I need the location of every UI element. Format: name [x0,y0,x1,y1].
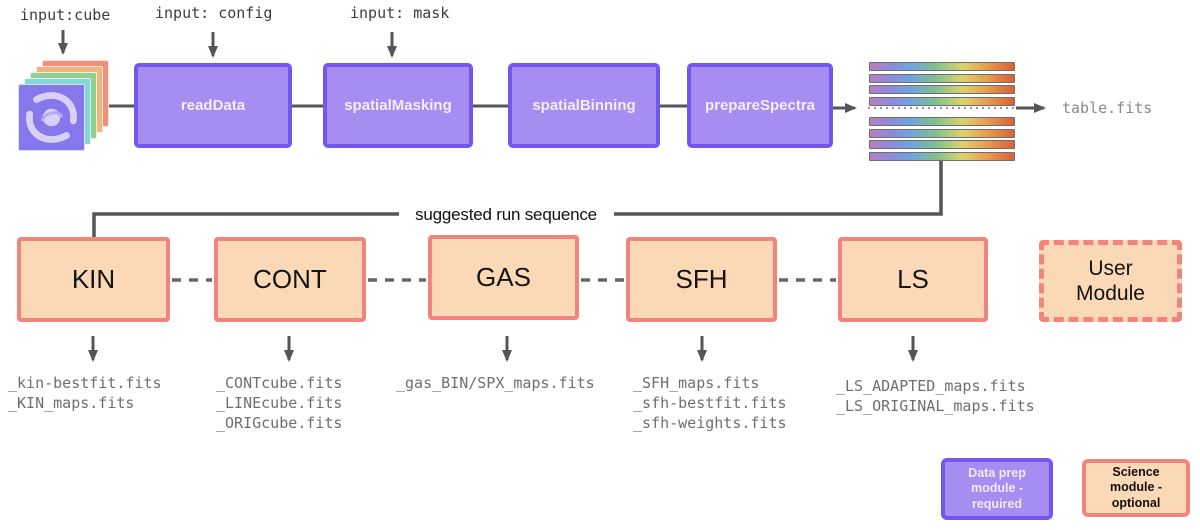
spectrum-bar [869,140,1015,149]
legend-science-label: Science module - optional [1109,464,1163,510]
science-module-ls: LS [838,237,988,322]
cont-output-files: _CONTcube.fits _LINEcube.fits _ORIGcube.… [216,374,343,432]
spectrum-bar [869,97,1015,106]
prep-module-label: spatialBinning [532,97,636,114]
table-fits-label: table.fits [1062,99,1153,117]
run-sequence-line-left [92,212,399,237]
science-module-label: CONT [253,264,327,294]
spiral-galaxy-icon [26,92,77,143]
spectrum-bar [869,74,1015,83]
input-cube-label: input:cube [20,6,111,24]
kin-output-files: _kin-bestfit.fits _KIN_maps.fits [8,374,162,412]
prep-module-spatialbinning: spatialBinning [508,63,660,148]
legend-data-prep: Data prep module - required [941,458,1053,520]
prep-module-readdata: readData [134,63,292,148]
science-module-label: GAS [476,262,531,292]
user-module-box: User Module [1039,240,1182,322]
input-config-label: input: config [155,4,273,22]
datacube-icon [14,54,130,158]
science-module-label: LS [897,264,929,294]
run-sequence-label: suggested run sequence [415,205,597,224]
ls-output-files: _LS_ADAPTED_maps.fits _LS_ORIGINAL_maps.… [836,377,1035,415]
prep-module-label: spatialMasking [344,97,452,114]
spectrum-bar [869,85,1015,94]
prep-module-label: readData [180,97,246,114]
input-mask-label: input: mask [350,4,450,22]
spectrum-bar [869,117,1015,126]
legend-data-prep-label: Data prep module - required [968,465,1026,511]
run-sequence-line-right [614,158,943,216]
gas-output-files: _gas_BIN/SPX_maps.fits [396,374,595,392]
prep-module-preparespectra: prepareSpectra [687,63,833,148]
prep-module-spatialmasking: spatialMasking [323,63,473,148]
cube-layer-purple [18,84,85,151]
science-module-label: KIN [71,264,116,294]
spectrum-bar [869,62,1015,71]
prep-module-label: prepareSpectra [704,97,816,114]
science-module-label: SFH [675,264,728,294]
science-module-cont: CONT [214,237,366,322]
spectrum-bar [869,129,1015,138]
sfh-output-files: _SFH_maps.fits _sfh-bestfit.fits _sfh-we… [633,374,787,432]
spectrum-bar [869,152,1015,161]
legend-science: Science module - optional [1082,459,1190,517]
science-module-sfh: SFH [626,237,777,322]
spectra-stack-icon [869,62,1015,161]
user-module-label: User Module [1076,256,1145,305]
science-module-kin: KIN [17,237,170,322]
science-module-gas: GAS [428,235,579,320]
